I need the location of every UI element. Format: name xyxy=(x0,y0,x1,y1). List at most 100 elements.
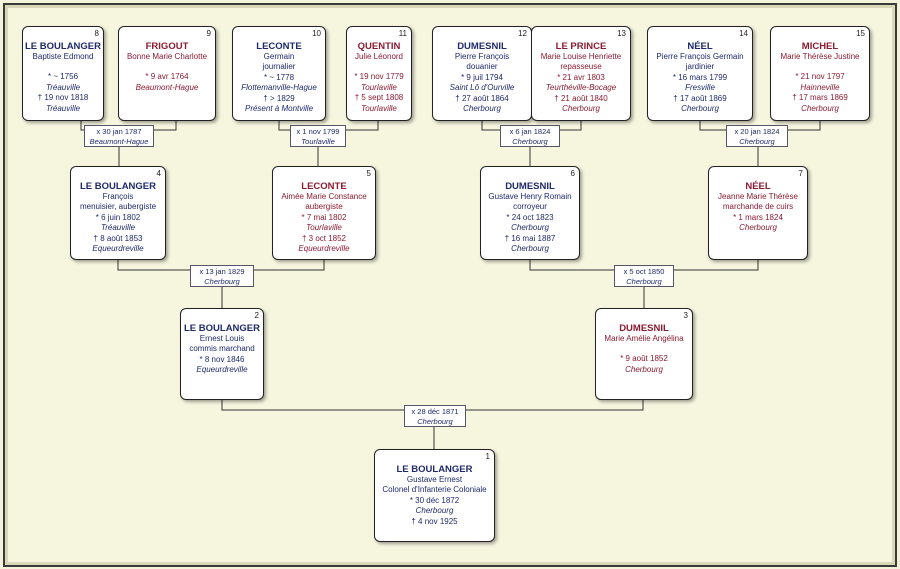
death-date: † 17 mars 1869 xyxy=(792,93,848,103)
death-date: † > 1829 xyxy=(263,93,295,103)
marriage-box-4-5[interactable]: x 13 jan 1829 Cherbourg xyxy=(190,265,254,287)
occupation: corroyeur xyxy=(513,202,547,212)
given-names: Gustave Henry Romain xyxy=(488,192,572,201)
occupation: aubergiste xyxy=(305,202,343,212)
person-number: 2 xyxy=(254,311,259,320)
death-date: † 5 sept 1808 xyxy=(354,93,404,103)
person-11[interactable]: 11 QUENTIN Julie Léonord * 19 nov 1779 T… xyxy=(346,26,412,121)
person-3[interactable]: 3 DUMESNIL Marie Amélie Angélina * 9 aoû… xyxy=(595,308,693,400)
given-names: Germain xyxy=(263,52,295,61)
death-place: Equeurdreville xyxy=(298,244,350,254)
marriage-box-10-11[interactable]: x 1 nov 1799 Tourlaville xyxy=(290,125,346,147)
birth-place: Teurthéville-Bocage xyxy=(545,83,617,93)
surname: LECONTE xyxy=(256,41,302,52)
given-names: Pierre François Germain xyxy=(656,52,744,61)
birth-date: * 9 avr 1764 xyxy=(145,72,189,82)
death-date: † 16 mai 1887 xyxy=(504,233,556,243)
birth-date: * ~ 1756 xyxy=(47,72,79,82)
death-place: Tréauville xyxy=(45,103,81,113)
marriage-box-8-9[interactable]: x 30 jan 1787 Beaumont-Hague xyxy=(84,125,154,147)
birth-date: * 6 juin 1802 xyxy=(95,212,141,222)
marriage-date: x 5 oct 1850 xyxy=(623,267,665,276)
surname: LECONTE xyxy=(301,181,347,192)
birth-place: Hainneville xyxy=(800,82,840,92)
occupation: journalier xyxy=(262,62,296,72)
marriage-box-14-15[interactable]: x 20 jan 1824 Cherbourg xyxy=(726,125,788,147)
birth-place: Tourlaville xyxy=(361,82,397,92)
marriage-place: Cherbourg xyxy=(512,137,548,146)
marriage-place: Cherbourg xyxy=(417,417,453,426)
death-place: Présent à Montville xyxy=(244,104,314,114)
person-number: 1 xyxy=(485,452,490,461)
person-7[interactable]: 7 NÉEL Jeanne Marie Thérèse marchande de… xyxy=(708,166,808,260)
person-8[interactable]: 8 LE BOULANGER Baptiste Edmond * ~ 1756 … xyxy=(22,26,104,121)
death-date: † 17 août 1869 xyxy=(673,93,727,103)
person-number: 4 xyxy=(156,169,161,178)
death-place: Tourlaville xyxy=(361,103,397,113)
birth-place: Beaumont-Hague xyxy=(135,82,199,92)
person-15[interactable]: 15 MICHEL Marie Thérèse Justine * 21 nov… xyxy=(770,26,870,121)
person-9[interactable]: 9 FRIGOUT Bonne Marie Charlotte * 9 avr … xyxy=(118,26,216,121)
occupation: douanier xyxy=(466,62,498,72)
person-5[interactable]: 5 LECONTE Aimée Marie Constance aubergis… xyxy=(272,166,376,260)
surname: NÉEL xyxy=(687,41,713,52)
person-number: 5 xyxy=(366,169,371,178)
person-number: 3 xyxy=(683,311,688,320)
person-12[interactable]: 12 DUMESNIL Pierre François douanier * 9… xyxy=(432,26,532,121)
surname: LE BOULANGER xyxy=(25,41,101,52)
marriage-date: x 13 jan 1829 xyxy=(199,267,245,276)
death-date: † 8 août 1853 xyxy=(93,233,143,243)
marriage-place: Cherbourg xyxy=(626,277,662,286)
birth-date: * ~ 1778 xyxy=(263,72,295,82)
birth-place: Cherbourg xyxy=(625,364,663,374)
person-2[interactable]: 2 LE BOULANGER Ernest Louis commis march… xyxy=(180,308,264,400)
surname: LE PRINCE xyxy=(555,41,607,52)
marriage-date: x 1 nov 1799 xyxy=(296,127,340,136)
person-10[interactable]: 10 LECONTE Germain journalier * ~ 1778 F… xyxy=(232,26,326,121)
marriage-box-6-7[interactable]: x 5 oct 1850 Cherbourg xyxy=(614,265,674,287)
death-place: Cherbourg xyxy=(562,104,600,114)
person-number: 9 xyxy=(206,29,211,38)
surname: NÉEL xyxy=(745,181,771,192)
birth-place: Cherbourg xyxy=(511,223,549,233)
person-14[interactable]: 14 NÉEL Pierre François Germain jardinie… xyxy=(647,26,753,121)
surname: LE BOULANGER xyxy=(396,464,473,475)
birth-place: Saint Lô d'Ourville xyxy=(449,83,515,93)
birth-place: Cherbourg xyxy=(415,506,454,516)
birth-date: * 30 déc 1872 xyxy=(409,495,460,505)
marriage-place: Cherbourg xyxy=(204,277,240,286)
marriage-box-2-3[interactable]: x 28 déc 1871 Cherbourg xyxy=(404,405,466,427)
birth-date: * 16 mars 1799 xyxy=(672,72,728,82)
marriage-place: Beaumont-Hague xyxy=(89,137,149,146)
death-place: Cherbourg xyxy=(681,104,719,114)
occupation: jardinier xyxy=(685,62,715,72)
marriage-place: Tourlaville xyxy=(301,137,335,146)
surname: DUMESNIL xyxy=(505,181,555,192)
person-4[interactable]: 4 LE BOULANGER François menuisier, auber… xyxy=(70,166,166,260)
occupation: marchande de cuirs xyxy=(722,202,794,212)
given-names: Jeanne Marie Thérèse xyxy=(718,192,798,201)
marriage-date: x 20 jan 1824 xyxy=(734,127,780,136)
person-6[interactable]: 6 DUMESNIL Gustave Henry Romain corroyeu… xyxy=(480,166,580,260)
death-date: † 4 nov 1925 xyxy=(411,516,458,526)
person-number: 15 xyxy=(856,29,865,38)
marriage-box-12-13[interactable]: x 6 jan 1824 Cherbourg xyxy=(500,125,560,147)
death-place: Cherbourg xyxy=(463,104,501,114)
birth-date: * 19 nov 1779 xyxy=(354,72,404,82)
birth-date: * 9 août 1852 xyxy=(620,354,668,364)
person-number: 11 xyxy=(398,29,407,38)
occupation: Colonel d'Infanterie Coloniale xyxy=(382,485,487,495)
given-names: Gustave Ernest xyxy=(406,475,463,484)
occupation: repasseuse xyxy=(560,62,602,72)
surname: DUMESNIL xyxy=(619,323,669,334)
death-place: Cherbourg xyxy=(801,103,839,113)
birth-place: Equeurdreville xyxy=(196,365,248,375)
given-names: Baptiste Edmond xyxy=(32,52,94,61)
surname: MICHEL xyxy=(801,41,839,52)
death-date: † 27 août 1864 xyxy=(455,93,509,103)
person-1[interactable]: 1 LE BOULANGER Gustave Ernest Colonel d'… xyxy=(374,449,495,542)
person-13[interactable]: 13 LE PRINCE Marie Louise Henriette repa… xyxy=(531,26,631,121)
death-place: Equeurdreville xyxy=(92,244,144,254)
marriage-date: x 28 déc 1871 xyxy=(411,407,459,416)
marriage-place: Cherbourg xyxy=(739,137,775,146)
